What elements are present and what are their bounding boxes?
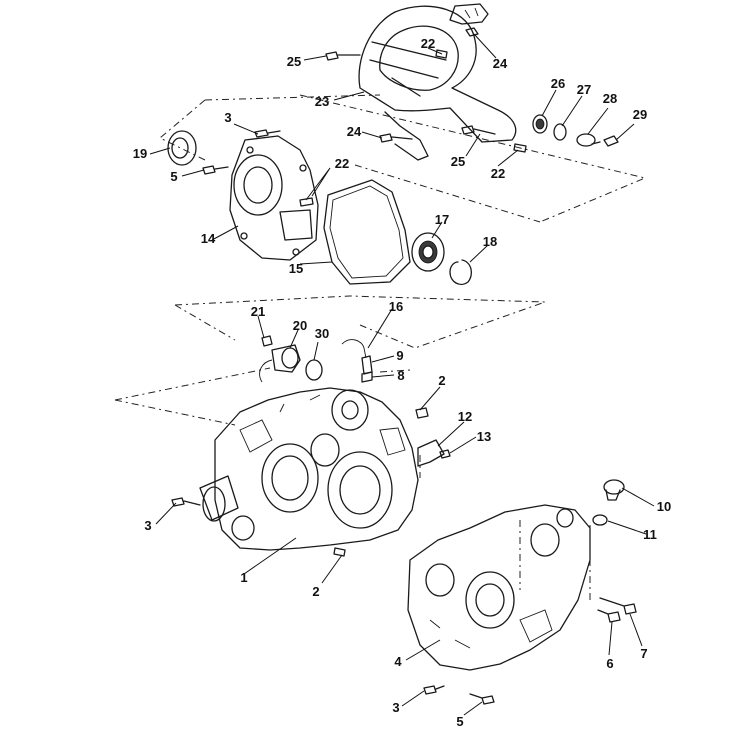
- phantom-plane-upper: [159, 94, 647, 223]
- circlip: [449, 259, 473, 286]
- callout-2a: 2: [312, 584, 319, 599]
- callout-30: 30: [315, 326, 329, 341]
- callout-22c: 22: [491, 166, 505, 181]
- callout-4: 4: [394, 654, 402, 669]
- callout-26: 26: [551, 76, 565, 91]
- washer: [553, 123, 567, 141]
- dipstick-o-ring: [592, 514, 608, 526]
- bolt-29: [591, 135, 619, 147]
- callout-22a: 22: [421, 36, 435, 51]
- callout-3c: 3: [392, 700, 399, 715]
- callout-27: 27: [577, 82, 591, 97]
- phantom-plane-middle: [174, 295, 546, 349]
- callout-23: 23: [315, 94, 329, 109]
- callout-15: 15: [289, 261, 303, 276]
- callout-3b: 3: [224, 110, 231, 125]
- dowel-pin: [415, 407, 429, 419]
- callout-12: 12: [458, 409, 472, 424]
- callout-13: 13: [477, 429, 491, 444]
- callout-2b: 2: [438, 373, 445, 388]
- callout-20: 20: [293, 318, 307, 333]
- callout-3a: 3: [144, 518, 151, 533]
- phantom-plane-lower: [114, 367, 591, 600]
- callout-29: 29: [633, 107, 647, 122]
- callout-16: 16: [389, 299, 403, 314]
- bearing: [411, 232, 445, 272]
- callout-25a: 25: [287, 54, 301, 69]
- callout-28: 28: [603, 91, 617, 106]
- callout-25b: 25: [451, 154, 465, 169]
- water-outlet: [259, 344, 301, 383]
- callout-9: 9: [396, 348, 403, 363]
- o-ring: [305, 359, 323, 381]
- callout-17: 17: [435, 212, 449, 227]
- callout-labels: 1 2 2 3 3 3 4 5 5 6 7 8 9 10 11 12 13 14…: [133, 36, 671, 729]
- callout-5b: 5: [456, 714, 463, 729]
- callout-18: 18: [483, 234, 497, 249]
- callout-11: 11: [643, 527, 657, 542]
- dipstick: [603, 479, 625, 501]
- callout-8: 8: [397, 368, 404, 383]
- leader-lines: [149, 33, 655, 716]
- callout-24a: 24: [347, 124, 362, 139]
- fan-shroud: [358, 3, 517, 161]
- callout-22b: 22: [335, 156, 349, 171]
- sensor-assembly: [341, 339, 373, 383]
- side-cover: [229, 135, 319, 261]
- callout-21: 21: [251, 304, 265, 319]
- left-crankcase: [199, 387, 419, 551]
- bracket-bolt: [439, 449, 451, 459]
- shroud-bearing: [532, 114, 548, 134]
- bracket: [417, 439, 445, 467]
- callout-14: 14: [201, 231, 216, 246]
- bolts-and-dowels: [202, 27, 527, 347]
- callout-24b: 24: [493, 56, 508, 71]
- callout-1: 1: [240, 570, 247, 585]
- callout-10: 10: [657, 499, 671, 514]
- lower-bolts: [171, 497, 637, 705]
- callout-19: 19: [133, 146, 147, 161]
- plate-washer: [576, 133, 596, 147]
- right-crankcase: [407, 504, 591, 671]
- callout-5a: 5: [170, 169, 177, 184]
- cover-gasket: [323, 179, 411, 285]
- oil-seal: [167, 130, 197, 166]
- callout-7: 7: [640, 646, 647, 661]
- callout-6: 6: [606, 656, 613, 671]
